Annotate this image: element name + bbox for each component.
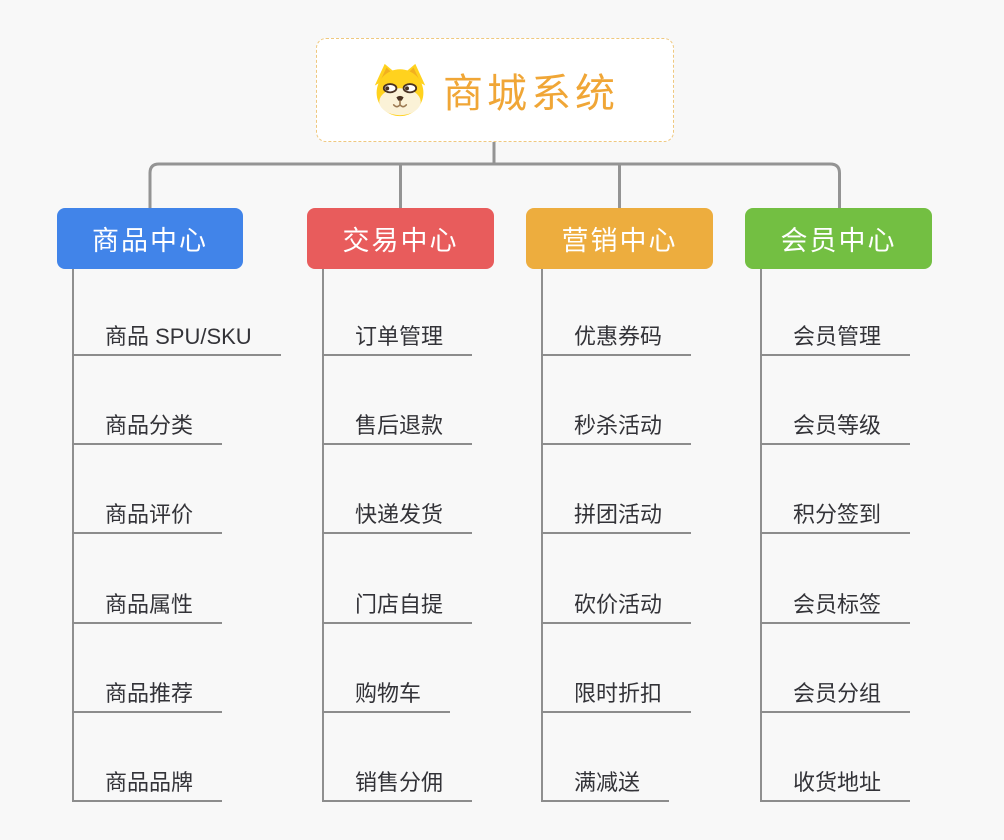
leaf-item-会员分组[interactable]: 会员分组 xyxy=(760,669,911,713)
leaf-item-商品评价[interactable]: 商品评价 xyxy=(72,490,223,534)
leaf-item-销售分佣[interactable]: 销售分佣 xyxy=(322,758,473,802)
leaf-item-label: 购物车 xyxy=(355,680,422,706)
root-node-mall-system[interactable]: 商城系统 xyxy=(316,38,674,142)
leaf-item-砍价活动[interactable]: 砍价活动 xyxy=(541,580,692,624)
leaf-item-快递发货[interactable]: 快递发货 xyxy=(322,490,473,534)
branch-node-1[interactable]: 商品中心 xyxy=(57,208,243,269)
leaf-item-label: 会员标签 xyxy=(793,591,882,617)
leaf-item-商品分类[interactable]: 商品分类 xyxy=(72,401,223,445)
leaf-item-label: 拼团活动 xyxy=(574,501,663,527)
leaf-item-label: 快递发货 xyxy=(355,501,444,527)
leaf-item-限时折扣[interactable]: 限时折扣 xyxy=(541,669,692,713)
root-node-label: 商城系统 xyxy=(443,72,619,116)
leaf-item-会员标签[interactable]: 会员标签 xyxy=(760,580,911,624)
leaf-item-label: 砍价活动 xyxy=(574,591,663,617)
leaf-item-秒杀活动[interactable]: 秒杀活动 xyxy=(541,401,692,445)
leaf-item-label: 商品推荐 xyxy=(105,680,194,706)
leaf-item-订单管理[interactable]: 订单管理 xyxy=(322,312,473,356)
leaf-item-label: 满减送 xyxy=(574,769,641,795)
leaf-item-label: 商品属性 xyxy=(105,591,194,617)
leaf-item-门店自提[interactable]: 门店自提 xyxy=(322,580,473,624)
leaf-item-label: 商品 SPU/SKU xyxy=(105,323,252,349)
leaf-item-label: 收货地址 xyxy=(793,769,882,795)
branch-node-label: 商品中心 xyxy=(92,226,208,256)
branch-trunk-line xyxy=(72,269,74,801)
leaf-item-积分签到[interactable]: 积分签到 xyxy=(760,490,911,534)
branch-node-3[interactable]: 营销中心 xyxy=(526,208,713,269)
leaf-item-label: 秒杀活动 xyxy=(574,412,663,438)
leaf-item-售后退款[interactable]: 售后退款 xyxy=(322,401,473,445)
branch-node-2[interactable]: 交易中心 xyxy=(307,208,494,269)
leaf-item-购物车[interactable]: 购物车 xyxy=(322,669,451,713)
leaf-item-label: 会员等级 xyxy=(793,412,882,438)
leaf-item-label: 商品评价 xyxy=(105,501,194,527)
leaf-item-商品属性[interactable]: 商品属性 xyxy=(72,580,223,624)
leaf-item-满减送[interactable]: 满减送 xyxy=(541,758,670,802)
leaf-item-label: 商品品牌 xyxy=(105,769,194,795)
branch-trunk-line xyxy=(541,269,543,801)
leaf-item-会员管理[interactable]: 会员管理 xyxy=(760,312,911,356)
leaf-item-商品-spu-sku[interactable]: 商品 SPU/SKU xyxy=(72,312,281,356)
dog-face-icon xyxy=(374,63,426,117)
branch-trunk-line xyxy=(322,269,324,801)
leaf-item-label: 积分签到 xyxy=(793,501,882,527)
leaf-item-label: 优惠券码 xyxy=(574,323,663,349)
leaf-item-label: 商品分类 xyxy=(105,412,194,438)
branch-trunk-line xyxy=(760,269,762,801)
leaf-item-会员等级[interactable]: 会员等级 xyxy=(760,401,911,445)
leaf-item-商品品牌[interactable]: 商品品牌 xyxy=(72,758,223,802)
leaf-item-收货地址[interactable]: 收货地址 xyxy=(760,758,911,802)
leaf-item-商品推荐[interactable]: 商品推荐 xyxy=(72,669,223,713)
branch-node-label: 交易中心 xyxy=(342,226,459,256)
branch-node-4[interactable]: 会员中心 xyxy=(745,208,932,269)
leaf-item-label: 售后退款 xyxy=(355,412,444,438)
leaf-item-优惠券码[interactable]: 优惠券码 xyxy=(541,312,692,356)
branch-node-label: 会员中心 xyxy=(780,226,897,256)
leaf-item-label: 限时折扣 xyxy=(574,680,663,706)
branch-node-label: 营销中心 xyxy=(561,226,678,256)
leaf-item-label: 订单管理 xyxy=(355,323,444,349)
leaf-item-label: 销售分佣 xyxy=(355,769,444,795)
leaf-item-label: 会员管理 xyxy=(793,323,882,349)
leaf-item-拼团活动[interactable]: 拼团活动 xyxy=(541,490,692,534)
leaf-item-label: 门店自提 xyxy=(355,591,444,617)
leaf-item-label: 会员分组 xyxy=(793,680,882,706)
